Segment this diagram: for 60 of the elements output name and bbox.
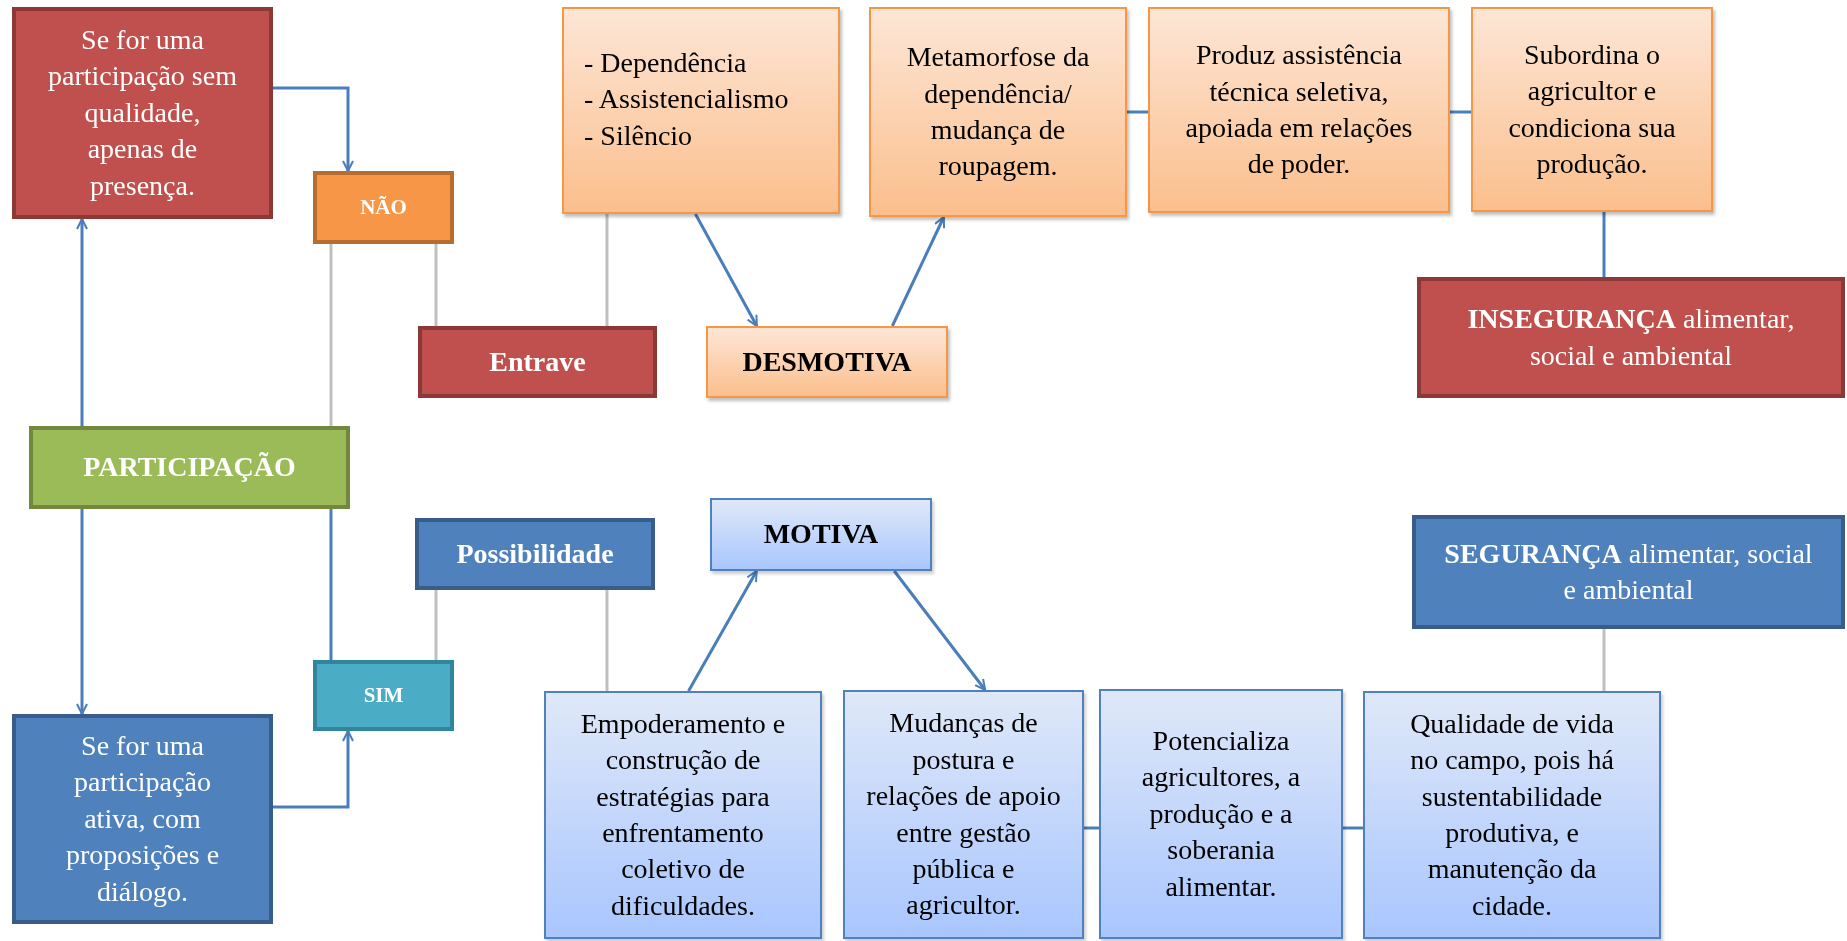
list-item: - Dependência — [584, 46, 747, 80]
arrow — [694, 213, 759, 327]
connector-line — [1343, 826, 1363, 830]
process-box — [418, 326, 657, 398]
process-box — [1412, 515, 1845, 629]
process-box — [1363, 691, 1661, 939]
box-text: Qualidade de vida no campo, pois há sustentabilidade produtiva, e manutenção da cidade. — [1409, 706, 1615, 923]
process-box — [1417, 277, 1845, 398]
process-box — [562, 7, 840, 214]
process-box — [1148, 7, 1450, 213]
box-text: Empoderamento e construção de estratégias para enfrentamento coletivo de dificuldades. — [579, 706, 787, 923]
arrow — [893, 570, 987, 691]
process-box — [710, 498, 932, 571]
connector-line — [329, 244, 333, 426]
decision-box — [313, 660, 454, 731]
process-box — [869, 7, 1127, 217]
process-box — [544, 691, 822, 939]
box-text: PARTICIPAÇÃO — [83, 450, 296, 485]
arrow — [76, 509, 88, 715]
arrow — [273, 86, 354, 172]
box-text: Metamorfose da dependência/ mudança de roupagem. — [905, 40, 1091, 184]
box-text: NÃO — [360, 193, 407, 221]
box-text: MOTIVA — [763, 517, 879, 552]
box-text: Mudanças de postura e relações de apoio entre gestão pública e agricultor. — [865, 706, 1062, 923]
connector-line — [434, 244, 438, 326]
box-text: SIM — [363, 681, 404, 709]
box-text: Entrave — [489, 344, 586, 379]
list-item: - Assistencialismo — [584, 82, 789, 117]
decision-box — [313, 171, 454, 244]
arrow — [273, 730, 354, 809]
connector-line — [1127, 110, 1148, 114]
box-text: Potencializa agricultores, a produção e a soberania alimentar. — [1140, 724, 1302, 904]
connector-line — [329, 509, 333, 660]
box-text: Se for uma participação sem qualidade, apenas de presença. — [47, 23, 238, 203]
concept-box — [29, 426, 350, 509]
arrow — [891, 216, 946, 327]
box-text: Possibilidade — [456, 536, 614, 571]
box-text: Subordina o agricultor e condiciona sua produção. — [1507, 37, 1677, 181]
connector-line — [605, 214, 609, 326]
connector-line — [434, 590, 438, 660]
box-text: INSEGURANÇA alimentar, social e ambiental — [1466, 302, 1796, 373]
process-box — [1099, 689, 1343, 939]
process-box — [12, 714, 273, 924]
box-text: Se for uma participação ativa, com proposições e diálogo. — [64, 729, 221, 909]
arrow — [76, 218, 88, 426]
connector-line — [1602, 629, 1606, 691]
connector-line — [1450, 110, 1471, 114]
connector-line — [1084, 826, 1099, 830]
arrow — [687, 570, 758, 692]
process-box — [415, 518, 655, 590]
process-box — [706, 326, 948, 398]
connector-line — [605, 590, 609, 691]
box-text: Produz assistência técnica seletiva, apoiada em relações de poder. — [1184, 38, 1414, 182]
process-box — [1471, 7, 1713, 212]
process-box — [843, 690, 1084, 939]
connector-line — [1602, 212, 1606, 277]
process-box — [12, 7, 273, 219]
box-text: DESMOTIVA — [742, 344, 912, 379]
list-item: - Silêncio — [584, 118, 693, 153]
box-text: SEGURANÇA alimentar, social e ambiental — [1443, 536, 1814, 607]
